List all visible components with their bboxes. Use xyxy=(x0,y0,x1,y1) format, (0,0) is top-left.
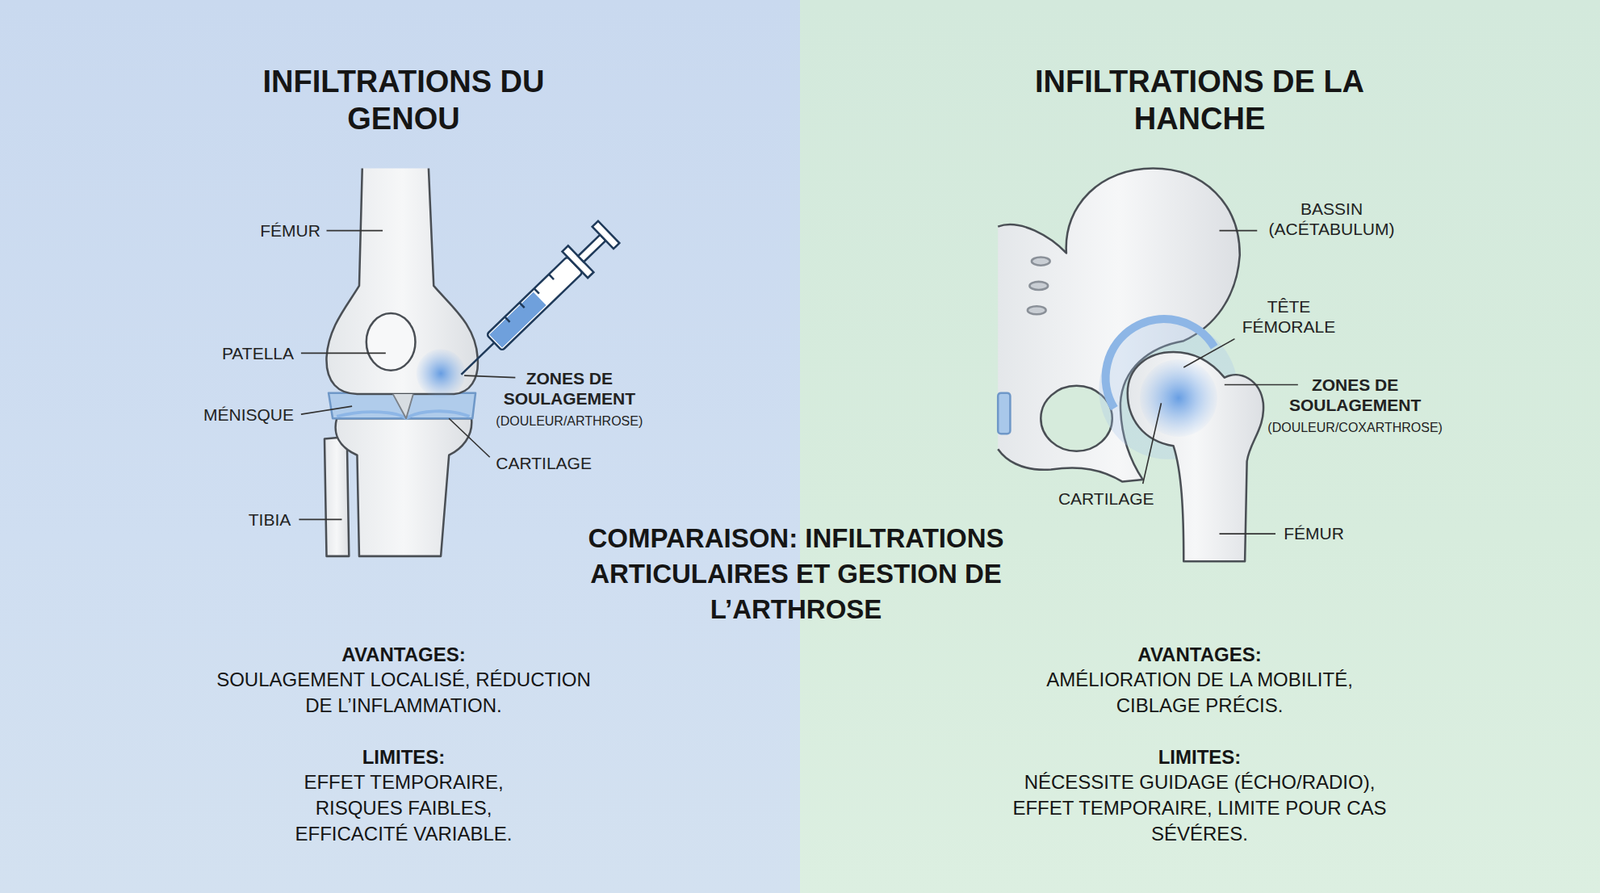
section-body: AMÉLIORATION DE LA MOBILITÉ, CIBLAGE PRÉ… xyxy=(1005,666,1394,719)
section-heading: LIMITES: xyxy=(242,744,566,771)
hip-illustration-part xyxy=(1029,281,1048,290)
section-heading: AVANTAGES: xyxy=(1038,641,1362,668)
knee-leader-lines-part xyxy=(326,230,384,232)
knee-leader-lines-part xyxy=(448,418,491,457)
syringe-part xyxy=(519,302,525,308)
part-label: ZONES DE SOULAGEMENT xyxy=(488,368,650,409)
knee-illustration-part xyxy=(335,418,473,557)
knee-illustration-part xyxy=(393,393,414,419)
part-label: FÉMUR xyxy=(259,220,321,241)
panel-heading: INFILTRATIONS DE LA HANCHE xyxy=(1005,62,1394,138)
knee-leader-lines-part xyxy=(301,352,386,355)
hip-leader-lines-part xyxy=(1183,339,1235,368)
syringe-part xyxy=(592,221,620,249)
hip-illustration-part xyxy=(1139,359,1218,437)
knee-illustration-part xyxy=(366,313,416,371)
syringe-part xyxy=(534,288,540,294)
knee-leader-lines-part xyxy=(464,375,516,378)
hip-leader-lines xyxy=(1143,230,1299,534)
hip-illustration-part xyxy=(997,393,1010,435)
part-label: FÉMUR xyxy=(1283,523,1345,544)
syringe-part xyxy=(486,256,583,352)
syringe-part xyxy=(489,292,546,348)
section-body: NÉCESSITE GUIDAGE (ÉCHO/RADIO), EFFET TE… xyxy=(997,769,1402,847)
part-label: TIBIA xyxy=(248,509,292,530)
section-heading: LIMITES: xyxy=(1038,744,1362,771)
syringe-part xyxy=(578,234,606,263)
part-label: MÉNISQUE xyxy=(203,404,294,425)
syringe xyxy=(448,218,622,388)
knee-illustration-part xyxy=(328,393,476,419)
hip-illustration xyxy=(997,168,1264,562)
knee-illustration-part xyxy=(416,348,466,398)
syringe-part xyxy=(504,316,510,322)
hip-leader-lines-part xyxy=(1219,532,1277,535)
section-body: EFFET TEMPORAIRE, RISQUES FAIBLES, EFFIC… xyxy=(262,769,545,847)
syringe-part xyxy=(460,342,495,375)
part-label: (DOULEUR/COXARTHROSE) xyxy=(1267,417,1443,438)
part-label: ZONES DE SOULAGEMENT xyxy=(1274,374,1437,415)
section-body: SOULAGEMENT LOCALISÉ, RÉDUCTION DE L’INF… xyxy=(213,666,594,719)
part-label: (DOULEUR/ARTHROSE) xyxy=(495,410,643,432)
part-label: CARTILAGE xyxy=(1058,488,1155,509)
panel-heading: INFILTRATIONS DU GENOU xyxy=(209,62,598,138)
diagram-title: COMPARAISON: INFILTRATIONS ARTICULAIRES … xyxy=(513,520,1079,628)
knee-leader-lines-part xyxy=(301,406,352,415)
knee-illustration xyxy=(324,168,478,557)
part-label: BASSIN (ACÉTABULUM) xyxy=(1251,198,1413,239)
part-label: PATELLA xyxy=(221,343,294,364)
hip-illustration-part xyxy=(1127,351,1264,562)
section-heading: AVANTAGES: xyxy=(242,641,566,668)
hip-leader-lines-part xyxy=(1219,230,1258,232)
knee-leader-lines-part xyxy=(298,519,342,521)
hip-leader-lines-part xyxy=(1224,384,1299,386)
knee-leader-lines xyxy=(298,230,516,520)
hip-leader-lines-part xyxy=(1143,402,1162,484)
part-label: TÊTE FÉMORALE xyxy=(1227,296,1349,337)
hip-illustration-part xyxy=(1031,257,1051,266)
part-label: CARTILAGE xyxy=(495,452,592,474)
hip-illustration-part xyxy=(1027,305,1047,315)
knee-illustration-part xyxy=(324,436,349,557)
syringe-part xyxy=(548,274,554,280)
